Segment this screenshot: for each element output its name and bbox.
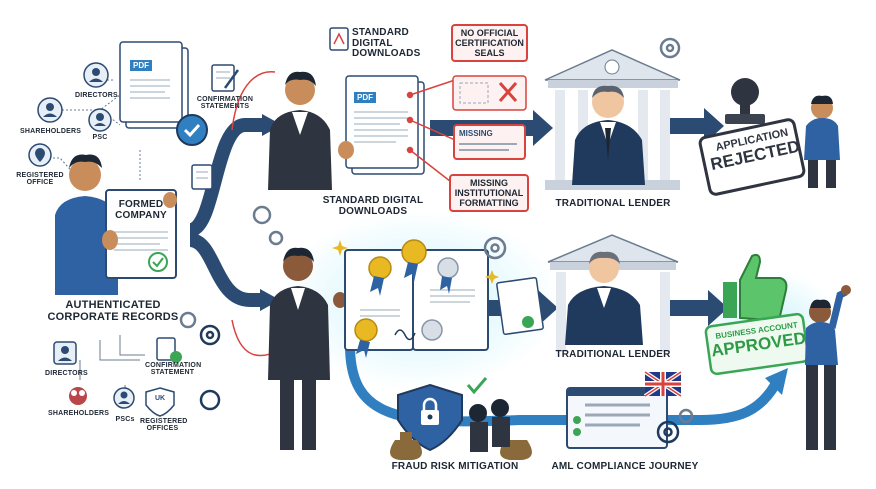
celebrating-person — [805, 285, 851, 450]
label-shareholders-2: SHAREHOLDERS — [48, 410, 110, 417]
gold-seal-icon-1 — [368, 256, 392, 296]
gold-seal-icon-3 — [354, 318, 378, 358]
confirmation-statement-icon-2 — [156, 337, 182, 363]
handed-document — [496, 276, 544, 336]
formed-company-title: FORMED COMPANY — [115, 199, 167, 221]
aml-journey-caption: AML COMPLIANCE JOURNEY — [551, 461, 699, 472]
gear-icon-left — [179, 311, 221, 411]
bottom-traditional-lender: TRADITIONAL LENDER — [555, 349, 671, 360]
top-right-arrow — [668, 118, 706, 134]
missing-seal-placeholder — [452, 75, 527, 111]
pscs-icon — [113, 387, 135, 409]
standard-downloads-header: STANDARD DIGITAL DOWNLOADS — [352, 27, 421, 59]
confirmation-statements-icon — [211, 64, 240, 92]
label-registered-offices: REGISTERED OFFICES — [140, 418, 188, 433]
label-pscs: PSCs — [115, 416, 135, 423]
directors-icon — [83, 62, 109, 88]
gold-seal-icon-2 — [401, 239, 427, 282]
bottom-businessman — [268, 247, 347, 450]
label-confirmation-statement-2: CONFIRMATION STATEMENT — [145, 362, 202, 377]
label-directors: DIRECTORS — [75, 92, 118, 99]
top-lender-person — [572, 85, 645, 185]
missing-callout: MISSING — [453, 124, 526, 160]
signature-icon — [394, 329, 416, 341]
rejected-stamp-frame — [698, 118, 806, 196]
registered-office-icon — [28, 143, 52, 167]
no-seals-callout: NO OFFICIAL CERTIFICATION SEALS — [451, 24, 528, 62]
missing-text: MISSING — [459, 129, 493, 138]
left-pdf-document — [119, 41, 189, 129]
bottom-lender-person — [565, 251, 643, 345]
sparkle-icon — [332, 240, 499, 284]
silver-seal-icon — [437, 257, 459, 294]
compliance-swoosh — [345, 344, 780, 427]
bottom-flow-arrowhead — [260, 289, 280, 311]
stamp-handle-icon — [725, 78, 765, 124]
left-doc-icon-2 — [191, 164, 213, 190]
formed-company-document — [102, 189, 177, 279]
psc-icon — [88, 108, 112, 132]
bottom-flow-arrow — [188, 233, 262, 307]
security-shield-icon — [397, 383, 463, 452]
fraud-mitigation-caption: FRAUD RISK MITIGATION — [391, 461, 519, 472]
money-bag-icon-1 — [390, 432, 422, 460]
label-psc: PSC — [92, 134, 108, 141]
gear-icon-top-right — [659, 37, 681, 59]
top-businessman — [268, 71, 332, 190]
label-confirmation-statements: CONFIRMATION STATEMENTS — [196, 96, 254, 111]
thief-icon-1 — [469, 404, 488, 452]
label-directors-2: DIRECTORS — [45, 370, 88, 377]
authenticated-records-caption: AUTHENTICATED CORPORATE RECORDS — [47, 299, 179, 323]
top-traditional-lender: TRADITIONAL LENDER — [555, 198, 671, 209]
uk-shield-label: UK — [154, 395, 166, 402]
top-pdf-icon — [329, 27, 349, 51]
gear-icon-bottom — [252, 205, 507, 260]
uk-shield-icon — [145, 387, 175, 417]
left-pdf-tag: PDF — [133, 61, 149, 70]
label-shareholders: SHAREHOLDERS — [20, 128, 82, 135]
missing-formatting-callout: MISSING INSTITUTIONAL FORMATTING — [449, 174, 529, 212]
shield-check-icon — [176, 114, 208, 146]
green-check-icon — [466, 377, 488, 395]
top-pdf-tag: PDF — [357, 93, 373, 102]
thumbs-up-icon — [723, 253, 788, 322]
top-flow-arrow — [187, 118, 265, 237]
thief-icon-2 — [491, 399, 510, 447]
approved-stamp-frame — [704, 312, 810, 376]
standard-document-stack — [338, 75, 425, 175]
gear-icon-aml — [656, 408, 694, 444]
shareholders-icon — [37, 97, 63, 123]
standard-downloads-caption: STANDARD DIGITAL DOWNLOADS — [322, 195, 424, 217]
directors-icon-2 — [53, 341, 77, 365]
silver-seal-icon-2 — [421, 319, 443, 341]
uk-flag-icon — [643, 370, 683, 398]
label-registered-office: REGISTERED OFFICE — [16, 172, 64, 187]
aml-monitor — [566, 387, 668, 449]
shareholders-icon-2 — [69, 387, 87, 405]
sad-person — [804, 95, 840, 188]
left-person — [55, 154, 118, 295]
